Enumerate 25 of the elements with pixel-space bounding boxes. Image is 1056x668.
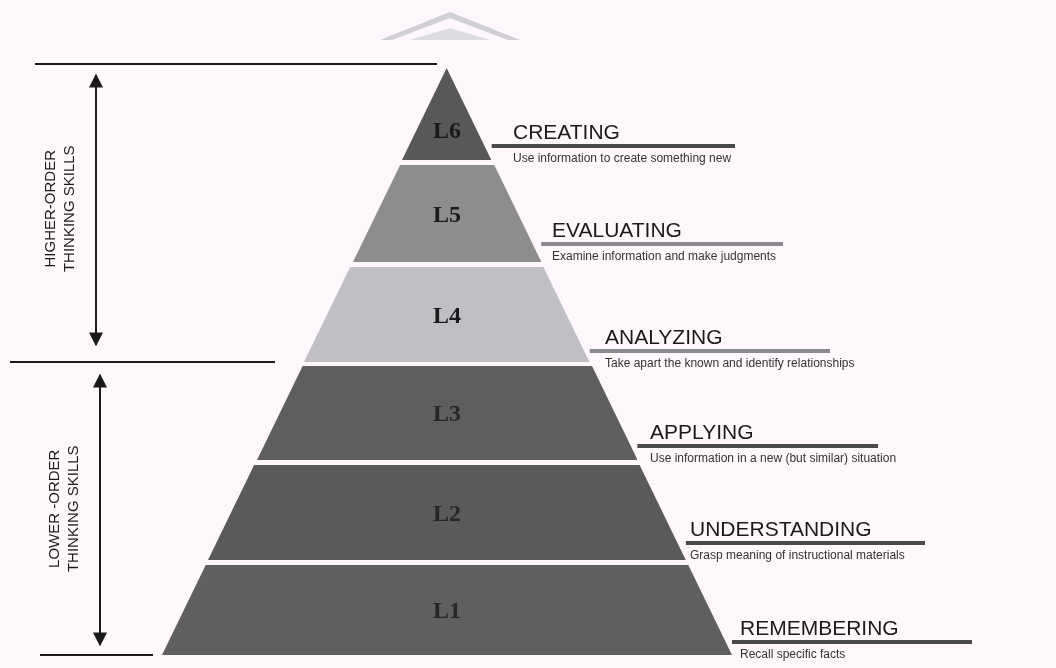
side-label: HIGHER-ORDER THINKING SKILLS — [41, 144, 78, 275]
leader-line — [541, 242, 552, 246]
leader-line — [732, 640, 740, 644]
level-description: Take apart the known and identify relationships — [605, 357, 855, 369]
level-number: L5 — [433, 201, 461, 226]
leader-line — [685, 541, 690, 545]
level-title: UNDERSTANDING — [690, 518, 925, 545]
level-title: ANALYZING — [605, 326, 830, 353]
leader-line — [589, 349, 605, 353]
leader-line — [491, 144, 513, 148]
level-number: L3 — [433, 401, 461, 425]
leader-line — [637, 444, 650, 448]
level-title: REMEMBERING — [740, 617, 972, 644]
level-description: Use information to create something new — [513, 152, 733, 164]
level-description: Examine information and make judgments — [552, 250, 778, 262]
side-label: LOWER -ORDER THINKING SKILLS — [45, 444, 82, 575]
level-description: Recall specific facts — [740, 648, 847, 660]
level-number: L6 — [433, 118, 461, 142]
level-title: APPLYING — [650, 421, 878, 448]
level-description: Grasp meaning of instructional materials — [690, 549, 906, 561]
level-description: Use information in a new (but similar) situation — [650, 452, 897, 464]
level-title: CREATING — [513, 121, 735, 148]
level-title: EVALUATING — [552, 219, 783, 246]
level-number: L4 — [433, 302, 461, 327]
level-number: L1 — [433, 598, 461, 622]
